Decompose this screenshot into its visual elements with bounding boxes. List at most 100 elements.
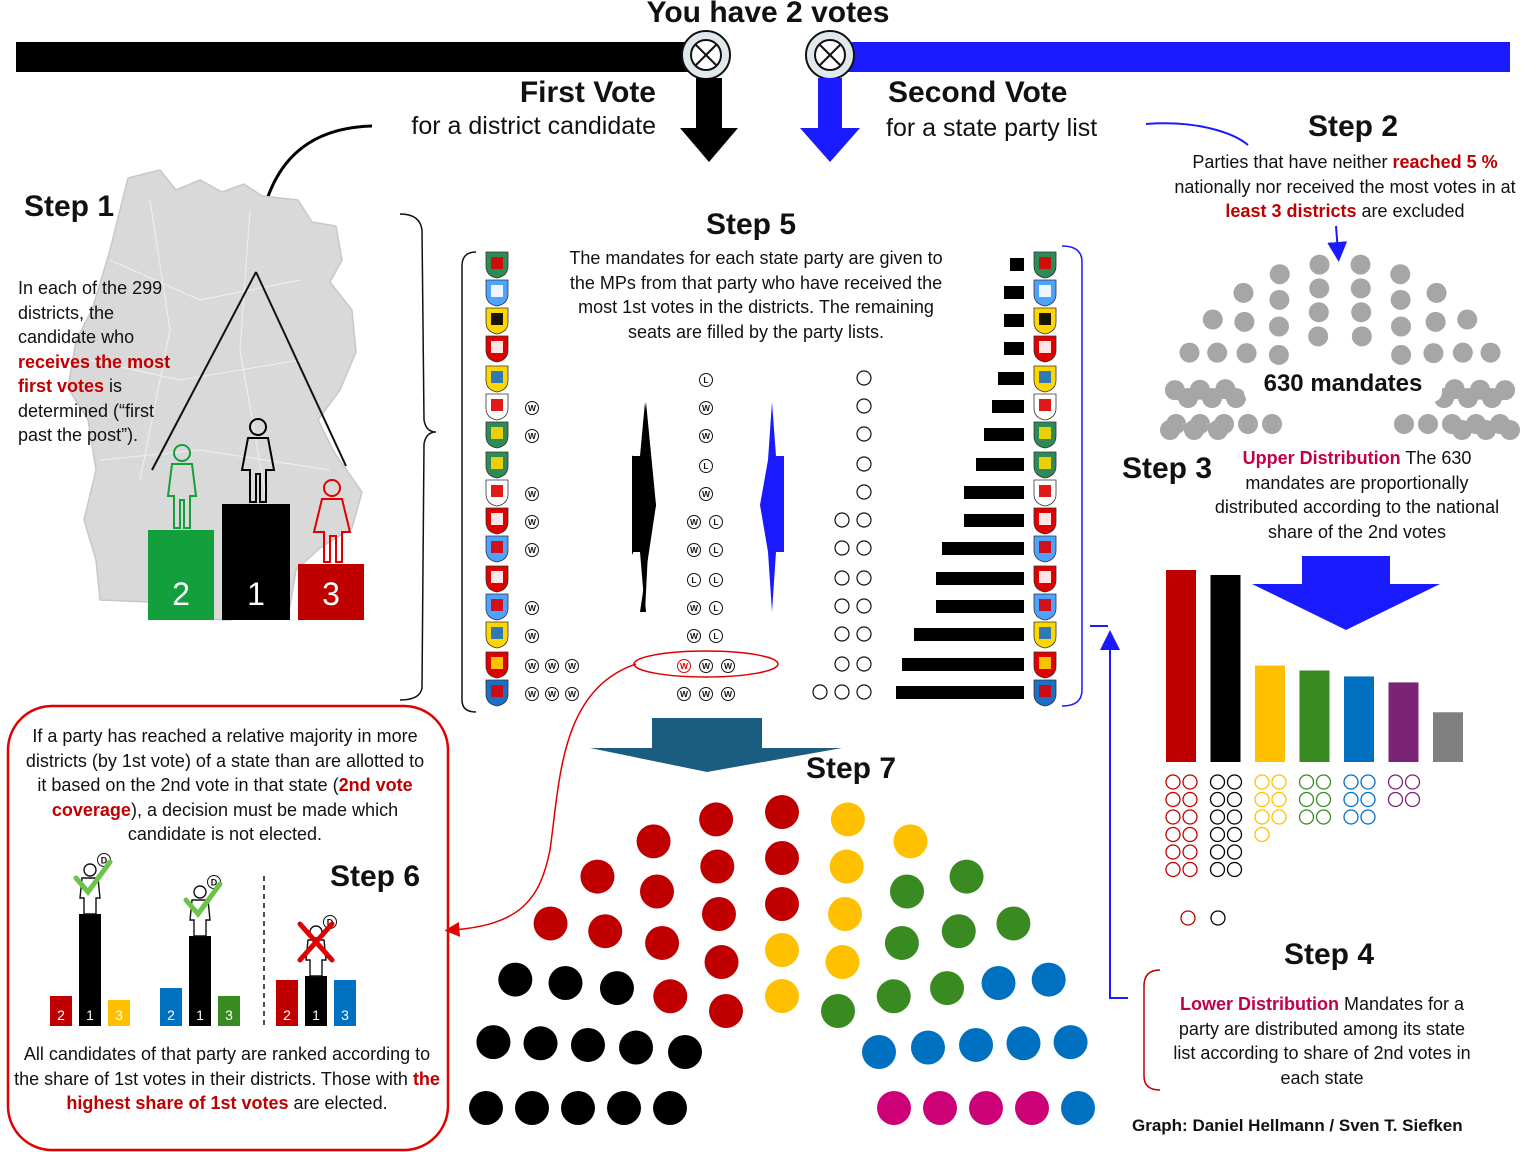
gray-seat [1234,311,1255,332]
party-seat-circle [1182,826,1198,843]
check-icon [73,859,113,897]
mark-letter: W [528,403,537,413]
state-crest-detail [1039,571,1051,583]
step6-bar-label: 3 [115,1007,123,1023]
parliament-seat-green [876,979,911,1014]
step6-bar [218,996,240,1026]
parliament-seat-fdp [828,896,863,931]
party-seat-circle [1165,826,1181,843]
candidate-person-body [189,899,211,937]
parliament-seat-green [890,874,924,909]
states-right-bracket [1061,245,1083,707]
parliament-seat-green [996,906,1031,941]
gray-seat [1390,289,1411,310]
podium-label-second: 2 [172,576,190,612]
parliament-seat-spd [765,841,799,875]
gray-seat [1391,316,1411,337]
parliament-mandates-label: 630 mandates [1244,366,1442,402]
party-seat-circle [1360,809,1376,825]
parliament-seat-cdu [469,1091,503,1125]
parliament-seat-magenta [969,1091,1003,1125]
party-seat-circle [1387,774,1404,790]
parliament-seat-fdp [830,802,865,837]
credit: Graph: Daniel Hellmann / Sven T. Siefken [1132,1116,1463,1135]
mark-circle [525,601,539,615]
state-crest-detail [491,399,503,411]
party-seat-circle [1315,809,1332,825]
party-seat-circle [1182,774,1198,790]
mark-circle [699,373,713,387]
party-seat-circle [1182,844,1198,860]
party-bar-3 [1299,670,1330,762]
parliament-seat-blue [1053,1025,1088,1060]
gray-seat [1394,414,1414,434]
party-seat-circle [1182,809,1198,825]
mark-letter: L [691,575,696,585]
party-seat-circle [1404,774,1421,790]
step3-distribution-arrow [1252,556,1440,630]
parliament-seat-magenta [877,1091,911,1125]
state-crest-detail [1039,427,1051,439]
gray-seat [1179,342,1200,363]
step3-title: Step 3 [1122,452,1213,485]
first-vote-bar [16,42,716,72]
step3-text: Upper Distribution The 630 mandates are … [1212,446,1502,544]
second-vote-wedge-body [760,402,784,612]
person-icon-black [240,418,276,503]
parliament-seat-cdu [653,1091,687,1125]
step1-text: In each of the 299 districts, the candid… [18,276,188,448]
state-mandate-bar [896,686,1024,699]
party-seat-circle [1209,791,1226,808]
list-seat-circles [812,370,872,700]
state-crest-detail [1039,341,1051,353]
list-seat-circle [856,512,872,528]
party-seat-circle [1315,791,1332,808]
mark-letter: W [702,661,711,671]
mark-circle [565,659,579,673]
list-seat-circle [856,570,872,586]
party-seat-circle [1226,861,1243,878]
list-seat-circle [856,370,872,386]
mark-circle [721,687,735,701]
step1-title: Step 1 [24,190,115,223]
gray-seat [1308,302,1329,323]
state-mandate-bar [914,628,1024,641]
direct-mandate-letter: D [211,878,218,888]
parliament-seat-cdu [548,966,583,1000]
parliament-seat-green [930,971,965,1006]
party-seat-circle [1165,861,1181,878]
page-title: You have 2 votes [646,0,890,29]
mark-circle [525,401,539,415]
gray-seat [1309,278,1330,299]
state-crests-left [485,251,509,707]
state-crest-detail [491,627,503,639]
party-seat-circle [1165,774,1181,790]
coverage-curve-arrow [444,663,637,937]
parliament-seat-spd [636,824,671,859]
party-bar-1 [1210,574,1241,762]
party-seat-circle [1271,774,1287,790]
list-seat-circle [856,456,872,472]
party-bars [1166,570,1463,762]
step3-text-body: The 630 mandates are proportionally dist… [1214,448,1500,542]
list-seat-circle [856,684,872,700]
gray-seat [1268,344,1289,365]
party-bar-0 [1166,570,1196,762]
state-crest-detail [491,285,503,297]
parliament-seat-blue [1061,1091,1095,1125]
podium-second [148,530,214,620]
state-crest-detail [1039,513,1051,525]
mark-letter: W [528,631,537,641]
state-mandate-bar [976,458,1024,471]
check-icon [183,881,223,919]
step1-text-b: is determined (“first past the post”). [18,376,155,445]
mark-circle [525,629,539,643]
state-mandate-bar [984,428,1024,441]
parliament-seat-spd [640,874,674,909]
step6-bar [108,1000,130,1026]
mark-letter: L [713,631,718,641]
first-vote-down-arrow [680,78,738,162]
gray-seat [1423,343,1444,364]
gray-seat [1190,414,1210,434]
